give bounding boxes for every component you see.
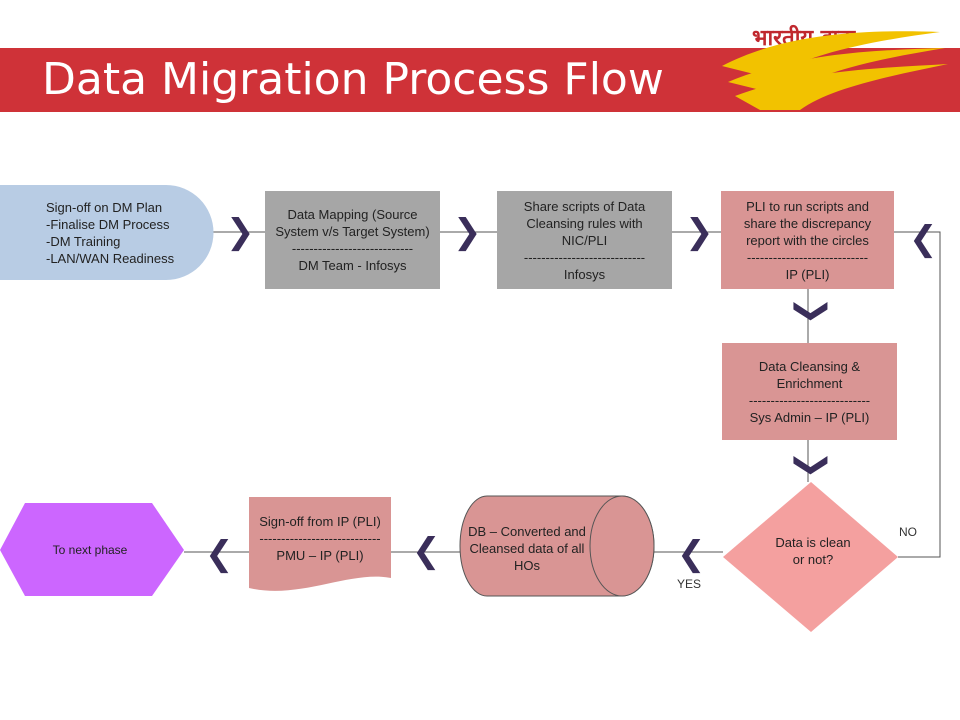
chevron-down-icon: ❯ (792, 296, 833, 326)
page-title: Data Migration Process Flow (42, 54, 664, 105)
signoff-plan-line-4: -LAN/WAN Readiness (46, 251, 175, 266)
db-node[interactable]: DB – Converted and Cleansed data of all … (466, 510, 588, 586)
data-mapping-owner: DM Team - Infosys (298, 258, 407, 273)
cleansing-text: Data Cleansing & Enrichment (758, 358, 861, 391)
yes-label: YES (677, 577, 702, 591)
data-mapping-separator: ---------------------------- (291, 241, 414, 256)
db-cylinder-end (589, 495, 655, 597)
decision-diamond (723, 482, 898, 632)
chevron-left-icon: ❮ (677, 534, 706, 574)
chevron-left-icon: ❮ (412, 531, 441, 571)
cleansing-separator: ---------------------------- (748, 392, 871, 408)
run-scripts-node[interactable]: PLI to run scripts and share the discrep… (721, 191, 894, 289)
connector-no-loop (894, 231, 941, 558)
chevron-right-icon: ❯ (453, 212, 482, 252)
start-shape (0, 185, 214, 280)
chevron-right-icon: ❯ (226, 212, 255, 252)
chevron-left-icon: ❮ (909, 219, 938, 259)
signoff-plan-line-1: Sign-off on DM Plan (46, 200, 163, 215)
signoff-plan-node[interactable]: Sign-off on DM Plan -Finalise DM Process… (46, 190, 206, 276)
run-scripts-separator: ---------------------------- (746, 249, 869, 265)
next-phase-text: To next phase (52, 542, 128, 557)
chevron-right-icon: ❯ (685, 212, 714, 252)
signoff-plan-line-2: -Finalise DM Process (46, 217, 170, 232)
signoff-ip-separator: ---------------------------- (259, 530, 381, 546)
signoff-ip-document (249, 497, 391, 591)
chevron-left-icon: ❮ (205, 534, 234, 574)
signoff-plan-line-3: -DM Training (46, 234, 121, 249)
signoff-ip-text: Sign-off from IP (PLI) (259, 513, 381, 529)
share-scripts-text: Share scripts of Data Cleansing rules wi… (523, 198, 646, 248)
run-scripts-text: PLI to run scripts and share the discrep… (743, 198, 872, 248)
db-text: DB – Converted and Cleansed data of all … (468, 523, 586, 573)
signoff-ip-owner: PMU – IP (PLI) (276, 547, 364, 563)
share-scripts-owner: Infosys (563, 266, 606, 282)
next-phase-node[interactable]: To next phase (40, 528, 140, 572)
decision-node[interactable]: Data is clean or not? (774, 520, 852, 582)
data-mapping-text: Data Mapping (Source System v/s Target S… (275, 207, 430, 239)
no-label: NO (899, 525, 917, 539)
run-scripts-owner: IP (PLI) (785, 266, 830, 282)
cleansing-owner: Sys Admin – IP (PLI) (749, 409, 870, 425)
next-phase-hexagon (0, 503, 184, 596)
signoff-ip-node[interactable]: Sign-off from IP (PLI) -----------------… (252, 500, 388, 576)
data-mapping-node[interactable]: Data Mapping (Source System v/s Target S… (265, 191, 440, 289)
decision-text: Data is clean or not? (775, 535, 851, 567)
chevron-down-icon: ❯ (792, 450, 833, 480)
share-scripts-node[interactable]: Share scripts of Data Cleansing rules wi… (497, 191, 672, 289)
share-scripts-separator: ---------------------------- (523, 249, 646, 265)
cleansing-node[interactable]: Data Cleansing & Enrichment ------------… (722, 343, 897, 440)
